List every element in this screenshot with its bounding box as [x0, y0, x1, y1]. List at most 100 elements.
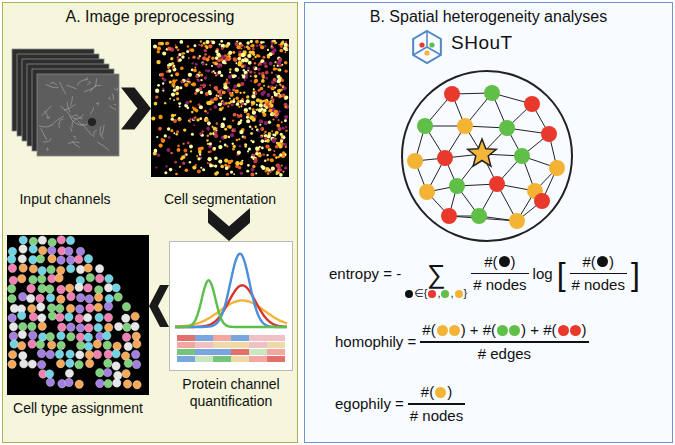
- cell-circle: [114, 371, 122, 379]
- tile-picture: [9, 31, 121, 186]
- cell-circle: [19, 236, 27, 244]
- cell-dot: [191, 83, 193, 85]
- cell-dot: [258, 64, 260, 66]
- cell-dot: [254, 66, 258, 70]
- cell-dot: [222, 91, 225, 94]
- cell-dot: [157, 46, 161, 50]
- cell-dot: [199, 133, 202, 136]
- texture-stroke: [73, 114, 84, 119]
- cell-dot: [263, 85, 265, 87]
- cell-circle: [66, 304, 74, 312]
- cell-circle: [83, 313, 91, 321]
- cell-dot: [240, 105, 242, 107]
- formula-text: # nodes: [410, 407, 463, 425]
- cell-dot: [207, 69, 210, 72]
- tile-illustration: [7, 235, 149, 395]
- cell-dot: [266, 154, 268, 156]
- cell-dot: [227, 125, 230, 128]
- cell-circle: [131, 350, 139, 358]
- cell-circle: [36, 255, 44, 263]
- cell-dot: [250, 132, 253, 135]
- cell-dot: [262, 153, 265, 156]
- density-curve: [175, 285, 287, 327]
- cell-dot: [189, 118, 191, 120]
- cell-circle: [56, 313, 64, 321]
- cell-dot: [284, 95, 288, 99]
- channel-stripe: [213, 349, 231, 355]
- cell-dot: [178, 58, 182, 62]
- cell-circle: [65, 369, 73, 377]
- cell-dot: [177, 117, 181, 121]
- cell-dot: [206, 112, 208, 114]
- cell-dot: [157, 50, 160, 53]
- cell-dot: [228, 75, 232, 79]
- cell-dot: [254, 115, 257, 118]
- cell-dot: [265, 77, 268, 80]
- cell-circle: [8, 294, 16, 302]
- channel-stripe: [267, 335, 285, 341]
- cell-dot: [196, 73, 200, 77]
- cell-circle: [67, 256, 75, 264]
- graph-node: [441, 208, 457, 224]
- cell-dot: [271, 42, 274, 45]
- cell-dot: [214, 131, 218, 135]
- texture-stroke: [64, 104, 76, 110]
- cell-dot: [265, 71, 269, 75]
- cell-dot: [179, 86, 182, 89]
- fraction-bar: [570, 273, 627, 275]
- cell-dot: [231, 103, 234, 106]
- formula-text: # edges: [478, 345, 531, 363]
- cell-dot: [264, 137, 267, 140]
- cell-dot: [192, 165, 196, 169]
- cell-dot: [193, 44, 196, 47]
- channel-stripe: [177, 349, 195, 355]
- cell-dot: [268, 121, 271, 124]
- graph-node: [471, 208, 487, 224]
- cell-dot: [271, 72, 273, 74]
- cell-dot: [244, 108, 248, 112]
- cell-dot: [275, 156, 278, 159]
- cell-dot: [238, 138, 240, 140]
- panel-fill: [304, 2, 673, 443]
- cell-dot: [179, 40, 183, 44]
- cell-dot: [250, 75, 252, 77]
- cell-circle: [133, 381, 141, 389]
- tile-picture: [169, 241, 293, 371]
- cell-dot: [258, 72, 261, 75]
- cell-circle: [18, 274, 26, 282]
- tile-picture: [7, 235, 149, 395]
- cell-dot: [162, 88, 164, 90]
- cell-circle: [57, 285, 65, 293]
- cell-circle: [38, 246, 46, 254]
- cell-dot: [205, 64, 207, 66]
- cell-dot: [256, 129, 259, 132]
- channel-stripe: [177, 342, 195, 348]
- graph-node: [524, 96, 540, 112]
- cell-dot: [246, 95, 249, 98]
- color-dot: [441, 290, 449, 298]
- cell-dot: [173, 132, 175, 134]
- cell-circle: [66, 350, 74, 358]
- cell-dot: [193, 69, 197, 73]
- channel-stripe: [195, 335, 213, 341]
- cell-circle: [46, 332, 54, 340]
- cell-dot: [257, 83, 260, 86]
- cell-dot: [204, 53, 207, 56]
- cell-dot: [171, 118, 174, 121]
- cell-dot: [215, 88, 218, 91]
- cell-dot: [258, 154, 262, 158]
- cell-dot: [269, 171, 271, 173]
- cell-circle: [76, 305, 84, 313]
- cell-dot: [218, 102, 222, 106]
- cell-dot: [227, 88, 231, 92]
- cell-dot: [211, 41, 215, 45]
- cell-dot: [247, 47, 251, 51]
- cell-dot: [225, 166, 229, 170]
- cell-dot: [219, 43, 221, 45]
- channel-stripe: [231, 342, 249, 348]
- cell-dot: [186, 50, 189, 53]
- cell-dot: [179, 166, 181, 168]
- cell-dot: [277, 164, 281, 168]
- cell-dot: [206, 139, 209, 142]
- formula-text: homophily =: [335, 333, 416, 351]
